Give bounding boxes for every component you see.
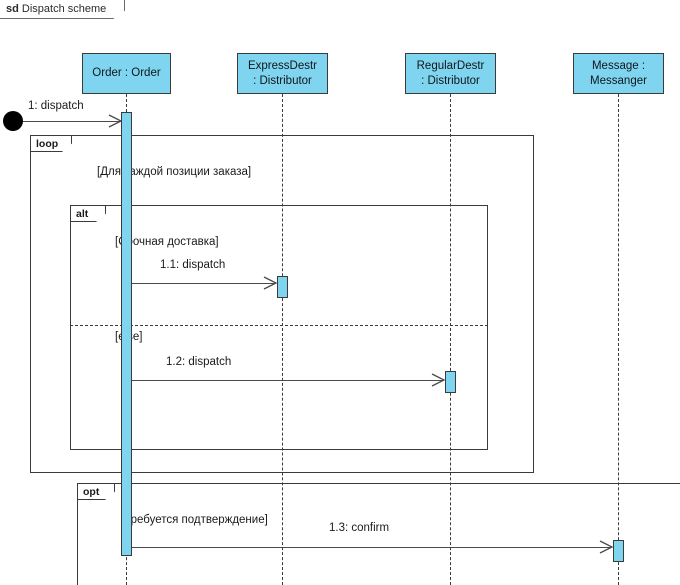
lifeline-head-order[interactable]: Order : Order (82, 53, 171, 94)
fragment-loop[interactable] (30, 135, 534, 473)
activation-regulardestr[interactable] (445, 371, 456, 393)
fragment-alt-guard-1: [Срочная доставка] (115, 236, 219, 248)
activation-expressdestr[interactable] (277, 276, 288, 298)
lifeline-label-messenger-line2: Messanger (590, 74, 647, 87)
found-message-start-dot (3, 111, 23, 131)
message-label-1-2: 1.2: dispatch (166, 356, 232, 368)
message-label-1: 1: dispatch (28, 100, 84, 112)
lifeline-label-expressdestr-line1: ExpressDestr (247, 59, 318, 72)
fragment-opt[interactable] (77, 483, 680, 585)
message-label-1-3: 1.3: confirm (329, 522, 390, 534)
message-line-1[interactable] (23, 121, 121, 122)
fragment-opt-operator: opt (77, 483, 115, 500)
lifeline-head-regulardestr[interactable]: RegularDestr : Distributor (405, 53, 496, 94)
fragment-loop-operator: loop (30, 135, 72, 152)
diagram-kind-label: sd (6, 3, 19, 15)
diagram-title: Dispatch scheme (21, 3, 107, 15)
activation-order[interactable] (121, 112, 132, 556)
lifeline-head-messenger[interactable]: Message : Messanger (573, 53, 664, 94)
fragment-alt-operator: alt (70, 205, 106, 222)
message-arrowhead-1-1 (263, 276, 278, 290)
lifeline-messenger (618, 94, 619, 585)
message-arrowhead-1-2 (431, 373, 446, 387)
diagram-frame-label: sd Dispatch scheme (0, 0, 125, 19)
message-arrowhead-1 (108, 114, 123, 128)
message-line-1-2[interactable] (131, 380, 444, 381)
lifeline-expressdestr (282, 94, 283, 585)
lifeline-label-expressdestr-line2: : Distributor (253, 74, 312, 87)
message-line-1-3[interactable] (131, 547, 612, 548)
fragment-alt[interactable] (70, 205, 488, 450)
fragment-loop-guard: [Для каждой позиции заказа] (97, 166, 252, 178)
lifeline-regulardestr (450, 94, 451, 585)
fragment-opt-guard: [Требуется подтверждение] (121, 514, 268, 526)
lifeline-label-regulardestr-line2: : Distributor (421, 74, 480, 87)
lifeline-head-expressdestr[interactable]: ExpressDestr : Distributor (237, 53, 328, 94)
fragment-alt-divider (70, 325, 488, 326)
lifeline-label-regulardestr-line1: RegularDestr (416, 59, 485, 72)
lifeline-label-messenger-line1: Message : (591, 59, 646, 72)
message-arrowhead-1-3 (599, 540, 614, 554)
lifeline-label-order-line1: Order : Order (92, 67, 161, 79)
message-line-1-1[interactable] (131, 283, 276, 284)
message-label-1-1: 1.1: dispatch (160, 259, 226, 271)
activation-messenger[interactable] (613, 540, 624, 562)
